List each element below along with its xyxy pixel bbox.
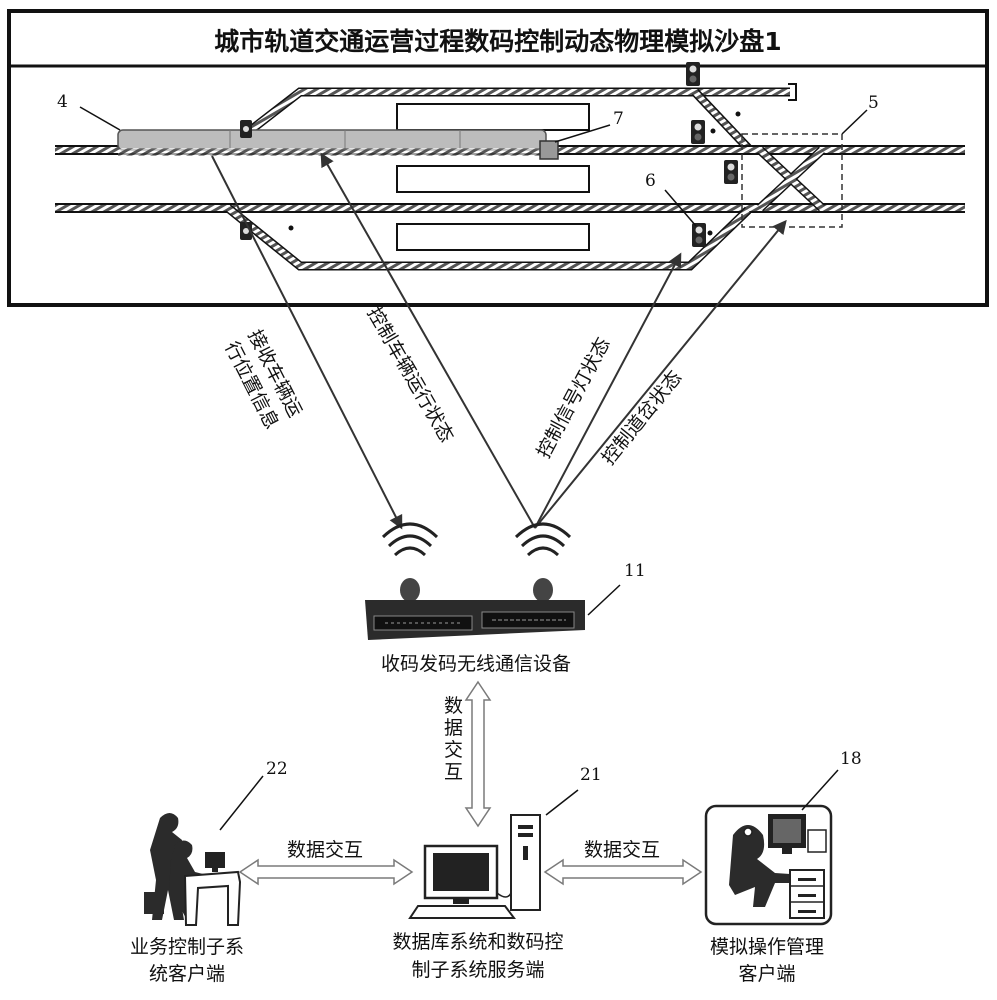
switch-zone-box [741, 133, 843, 228]
wifi-wave-right-icon [514, 522, 572, 557]
arrow-control-vehicle [320, 152, 536, 529]
callout-6: 6 [645, 171, 656, 191]
signal-light-lower [692, 223, 706, 247]
business-client-label-line2: 统客户端 [149, 963, 225, 985]
vertical-interaction-label: 数 据 交 互 [444, 695, 463, 783]
label-control-vehicle: 控制车辆运行状态 [363, 304, 458, 447]
vertical-data-arrow [464, 680, 492, 828]
train [117, 129, 547, 156]
buffer-stop [788, 83, 797, 101]
callout-21: 21 [580, 765, 602, 785]
server-label-line2: 制子系统服务端 [411, 959, 544, 981]
right-interaction-label: 数据交互 [584, 839, 660, 861]
svg-text:控制车辆运行状态: 控制车辆运行状态 [363, 304, 458, 447]
business-client-workstation [144, 813, 242, 926]
wireless-device [365, 522, 585, 640]
desk [183, 870, 242, 926]
signal-light-top [686, 62, 700, 86]
label-receive-position: 接收车辆运 行位置信息 [220, 326, 306, 432]
server-keyboard [408, 905, 516, 919]
svg-text:数: 数 [444, 695, 463, 717]
callout-5: 5 [868, 93, 879, 113]
desk-monitor [205, 852, 225, 868]
arrow-receive-position [211, 155, 403, 530]
svg-text:据: 据 [444, 717, 463, 739]
left-interaction-label: 数据交互 [287, 839, 363, 861]
business-client-label-line1: 业务控制子系 [130, 936, 244, 958]
operator-headset-icon [729, 825, 805, 907]
signal-lights [240, 62, 741, 247]
svg-text:互: 互 [444, 761, 463, 783]
svg-text:控制道岔状态: 控制道岔状态 [597, 367, 686, 469]
server-computer [408, 814, 541, 919]
arrow-control-signal [534, 252, 682, 529]
comm-arrows [211, 152, 787, 530]
svg-text:控制信号灯状态: 控制信号灯状态 [533, 334, 615, 462]
callout-11: 11 [624, 561, 646, 581]
platform-upper [396, 103, 590, 131]
callout-22: 22 [266, 759, 288, 779]
signal-light-mid [691, 120, 705, 144]
right-data-arrow [543, 858, 703, 886]
wifi-wave-left-icon [381, 522, 439, 557]
server-tower [510, 814, 541, 911]
platform-lower [396, 223, 590, 251]
label-control-signal: 控制信号灯状态 [533, 334, 615, 462]
server-label-line1: 数据库系统和数码控 [392, 931, 563, 953]
diagram-title: 城市轨道交通运营过程数码控制动态物理模拟沙盘1 [214, 27, 781, 56]
callout-4: 4 [57, 92, 68, 112]
sim-client-workstation [704, 804, 833, 926]
sim-client-label-line1: 模拟操作管理 [710, 936, 824, 958]
antenna-right [533, 578, 553, 602]
signal-light-right [724, 160, 738, 184]
svg-text:交: 交 [444, 739, 463, 761]
antenna-left [400, 578, 420, 602]
label-control-switch: 控制道岔状态 [597, 367, 686, 469]
sensor-block [539, 140, 559, 160]
callout-7: 7 [613, 109, 624, 129]
callout-18: 18 [840, 749, 862, 769]
wireless-device-label: 收码发码无线通信设备 [381, 653, 571, 675]
left-data-arrow [238, 858, 414, 886]
sandbox-frame [7, 9, 989, 307]
arrow-control-switch [534, 219, 787, 529]
signal-light-left-top [240, 120, 252, 138]
platform-middle [396, 165, 590, 193]
sim-client-label-line2: 客户端 [738, 963, 795, 985]
